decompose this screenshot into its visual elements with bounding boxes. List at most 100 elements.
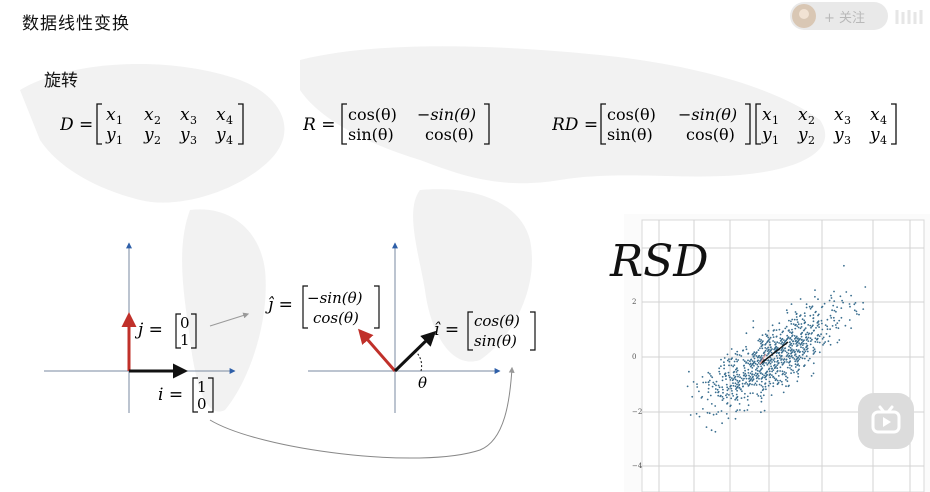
rsd-point (722, 397, 725, 400)
rsd-point (742, 379, 744, 381)
rsd-point (732, 374, 735, 377)
rsd-point (756, 369, 759, 372)
rsd-point (721, 422, 723, 425)
rsd-point (815, 310, 817, 313)
rsd-point (727, 387, 730, 390)
rsd-point (691, 395, 694, 398)
rsd-point (770, 346, 772, 348)
rsd-point (702, 408, 704, 410)
rsd-point (755, 352, 757, 355)
rsd-point (849, 305, 851, 308)
rsd-point (740, 388, 742, 390)
rsd-point (812, 320, 815, 323)
rsd-point (725, 378, 727, 380)
rsd-point (780, 351, 783, 354)
rsd-point (799, 356, 802, 359)
rsd-point (734, 382, 737, 385)
rsd-point (780, 361, 783, 364)
rsd-point (768, 370, 771, 373)
rsd-point (799, 337, 801, 340)
rsd-point (709, 373, 711, 375)
rsd-point (792, 369, 794, 372)
rsd-point (798, 358, 801, 360)
rsd-point (728, 394, 730, 396)
rsd-point (789, 367, 791, 369)
rsd-point (728, 364, 730, 367)
rsd-point (812, 349, 815, 352)
rsd-point (754, 362, 757, 365)
rsd-point (742, 371, 745, 374)
rsd-point (775, 343, 777, 345)
rsd-point (698, 415, 701, 418)
rsd-point (741, 390, 743, 392)
rsd-point (717, 394, 720, 397)
rsd-point (840, 316, 843, 319)
rsd-point (795, 316, 798, 318)
rsd-point (818, 335, 821, 337)
rsd-point (748, 380, 751, 383)
rsd-point (810, 306, 813, 309)
rsd-point (773, 364, 775, 367)
rsd-ytick-label: 2 (632, 298, 636, 306)
rsd-point (838, 319, 841, 322)
svg-text:4: 4 (880, 114, 887, 127)
rsd-point (760, 368, 763, 370)
svg-text:sin(θ): sin(θ) (474, 332, 517, 350)
rsd-point (773, 357, 776, 360)
rsd-point (762, 352, 765, 355)
svg-text:3: 3 (190, 134, 197, 147)
rsd-point (760, 411, 762, 414)
rsd-point (781, 383, 784, 386)
rsd-point (761, 386, 764, 388)
rsd-point (779, 337, 782, 340)
rsd-point (729, 376, 731, 378)
rsd-point (831, 309, 833, 312)
svg-text:2: 2 (154, 114, 161, 127)
rsd-point (752, 326, 755, 329)
rsd-point (812, 317, 815, 319)
rsd-point (692, 381, 695, 383)
rsd-point (795, 312, 798, 315)
rsd-point (742, 349, 745, 352)
rsd-point (812, 362, 815, 365)
rsd-point (803, 357, 806, 360)
rsd-point (786, 366, 789, 369)
i-label: i = (158, 385, 183, 405)
rsd-point (715, 413, 718, 415)
rsd-point (720, 358, 722, 361)
rsd-point (831, 325, 834, 327)
rsd-point (747, 359, 749, 362)
rsd-point (760, 365, 762, 368)
ihat-label: î = (434, 320, 459, 340)
rsd-point (740, 377, 743, 380)
rsd-point (800, 323, 803, 325)
rsd-point (709, 394, 712, 397)
rsd-point (759, 347, 761, 350)
rsd-point (726, 389, 729, 392)
curved-transform-arrow (209, 366, 515, 459)
rsd-point (807, 336, 810, 339)
rsd-point (768, 367, 771, 370)
rsd-point (780, 359, 782, 361)
rsd-point (725, 413, 728, 415)
rsd-point (793, 358, 796, 360)
rsd-point (731, 379, 734, 382)
rsd-point (756, 367, 758, 370)
theta-arc (414, 350, 423, 372)
rsd-point (836, 306, 838, 308)
rsd-point (784, 350, 787, 352)
rsd-point (737, 375, 739, 378)
rsd-point (776, 382, 779, 385)
rsd-point (728, 360, 731, 363)
rsd-point (767, 346, 769, 349)
rsd-point (790, 355, 793, 357)
rsd-point (750, 378, 753, 380)
rsd-point (735, 358, 738, 361)
play-float-button[interactable] (858, 393, 914, 449)
rsd-point (735, 397, 738, 400)
rsd-point (785, 309, 788, 312)
rsd-point (789, 341, 791, 343)
follow-button[interactable]: + 关注 (790, 2, 888, 30)
rsd-point (761, 341, 763, 344)
rsd-point (802, 329, 805, 332)
